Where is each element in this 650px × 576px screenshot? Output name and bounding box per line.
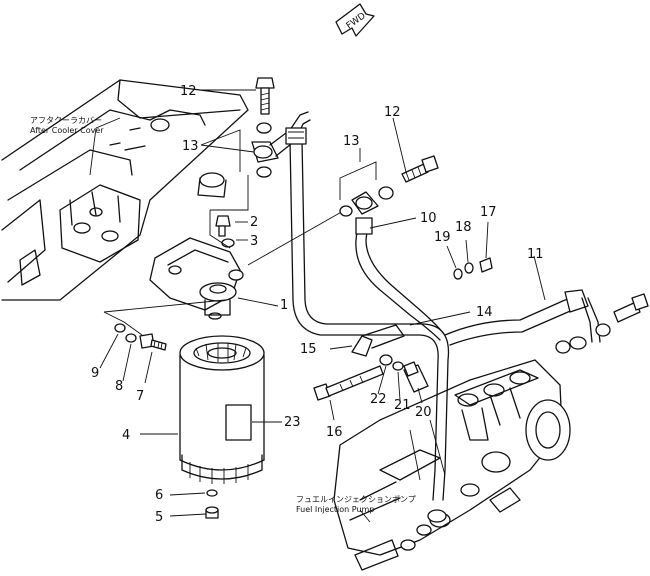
washer-13-right-b <box>378 186 394 200</box>
callout-1: 1 <box>280 298 288 313</box>
leader-lines <box>99 89 546 517</box>
banjo-pump-bottom <box>427 509 447 523</box>
bolt-20 <box>403 361 429 393</box>
callout-16: 16 <box>326 425 343 440</box>
callout-labels: 1 2 3 4 5 6 7 8 9 10 11 12 12 13 13 14 1… <box>91 84 544 525</box>
bolt-16 <box>313 365 384 401</box>
fuel-filter-cartridge <box>179 335 265 484</box>
callout-14: 14 <box>476 305 493 320</box>
callout-21: 21 <box>394 398 411 413</box>
callout-19: 19 <box>434 230 451 245</box>
callout-2: 2 <box>250 215 258 230</box>
callout-8: 8 <box>115 379 123 394</box>
callout-23: 23 <box>284 415 301 430</box>
washer-pump-bottom-a <box>416 524 432 536</box>
washer-8 <box>125 333 137 343</box>
callout-9: 9 <box>91 366 99 381</box>
callout-10: 10 <box>420 211 437 226</box>
washer-pump-bottom-b <box>400 539 416 551</box>
callout-3: 3 <box>250 234 258 249</box>
callout-12-right: 12 <box>384 105 401 120</box>
pump-caption-jp: フュエルインジェクションポンプ <box>296 495 416 504</box>
fwd-arrow-icon: FWD <box>335 3 375 37</box>
washer-right-pump-b <box>595 323 611 337</box>
callout-12-upper: 12 <box>180 84 197 99</box>
washer-19 <box>453 268 463 280</box>
callout-7: 7 <box>136 389 144 404</box>
callout-18: 18 <box>455 220 472 235</box>
washer-right-pump-a <box>555 340 571 354</box>
fuel-hose-left <box>285 127 450 501</box>
bolt-12-right <box>401 155 439 183</box>
callout-6: 6 <box>155 488 163 503</box>
pump-caption-en: Fuel Injection Pump <box>296 505 374 514</box>
callout-20: 20 <box>415 405 432 420</box>
callout-11: 11 <box>527 247 544 262</box>
callout-22: 22 <box>370 392 387 407</box>
washer-6 <box>206 489 218 497</box>
washer-21 <box>392 361 404 371</box>
bolt-7 <box>139 333 167 351</box>
callout-5: 5 <box>155 510 163 525</box>
fuel-pipe-11 <box>444 289 601 346</box>
washer-13-top <box>256 122 272 134</box>
washer-18 <box>464 262 474 274</box>
washer-13-right-a <box>339 205 353 217</box>
callout-13-upper: 13 <box>182 139 199 154</box>
washer-9 <box>114 323 126 333</box>
fuel-injection-pump <box>333 359 571 571</box>
banjo-fitting-right <box>351 191 379 215</box>
callout-17: 17 <box>480 205 497 220</box>
clamp-15 <box>351 324 405 357</box>
after-cooler-cover <box>1 79 249 301</box>
nut-17 <box>479 257 493 273</box>
callout-4: 4 <box>122 428 130 443</box>
callout-13-right: 13 <box>343 134 360 149</box>
filter-head <box>149 237 244 320</box>
washer-22 <box>379 354 393 366</box>
bolt-2 <box>215 215 231 237</box>
callout-15: 15 <box>300 342 317 357</box>
after-cooler-caption-en: After Cooler Cover <box>30 126 104 135</box>
bolt-12-upper <box>255 77 275 115</box>
after-cooler-caption-jp: アフタクーラカバー <box>30 116 102 125</box>
drain-plug-5 <box>205 506 219 519</box>
washer-13-bottom <box>256 166 272 178</box>
fuel-pipe-10 <box>355 217 445 341</box>
bolt-right-pump <box>613 293 649 323</box>
washer-3 <box>221 238 235 248</box>
banjo-right-pump <box>569 336 587 350</box>
